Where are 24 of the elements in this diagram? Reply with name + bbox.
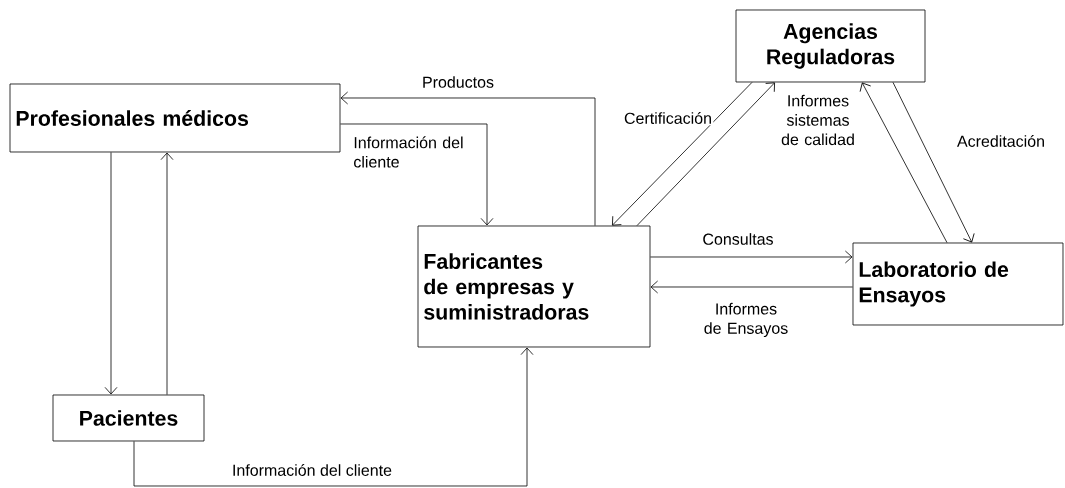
arrow bbox=[340, 123, 494, 226]
arrow bbox=[160, 152, 174, 395]
process-box: Profesionales médicos bbox=[9, 83, 341, 153]
edge-label: Informes de Ensayos bbox=[698, 301, 794, 339]
arrow bbox=[612, 82, 753, 226]
process-box: Laboratorio de Ensayos bbox=[852, 242, 1064, 326]
edge-label: Informes sistemas de calidad bbox=[770, 93, 866, 147]
process-box: Fabricantes de empresas y suministradoras bbox=[417, 225, 651, 348]
edge-label: Acreditación bbox=[955, 133, 1047, 149]
process-box: Pacientes bbox=[52, 394, 205, 442]
process-box: Agencias Reguladoras bbox=[735, 9, 926, 83]
arrow bbox=[636, 82, 775, 226]
edge-label: Información del cliente bbox=[230, 462, 394, 478]
arrow bbox=[340, 91, 596, 226]
arrow bbox=[133, 347, 534, 487]
arrow bbox=[104, 152, 118, 395]
arrow bbox=[859, 82, 948, 243]
arrow bbox=[650, 250, 853, 264]
arrow bbox=[650, 280, 853, 294]
edge-label: Certificación bbox=[622, 110, 714, 126]
edge-label: Información del cliente bbox=[352, 135, 472, 169]
arrow bbox=[892, 82, 975, 243]
edge-label: Productos bbox=[420, 74, 496, 90]
edge-label: Consultas bbox=[701, 231, 775, 247]
